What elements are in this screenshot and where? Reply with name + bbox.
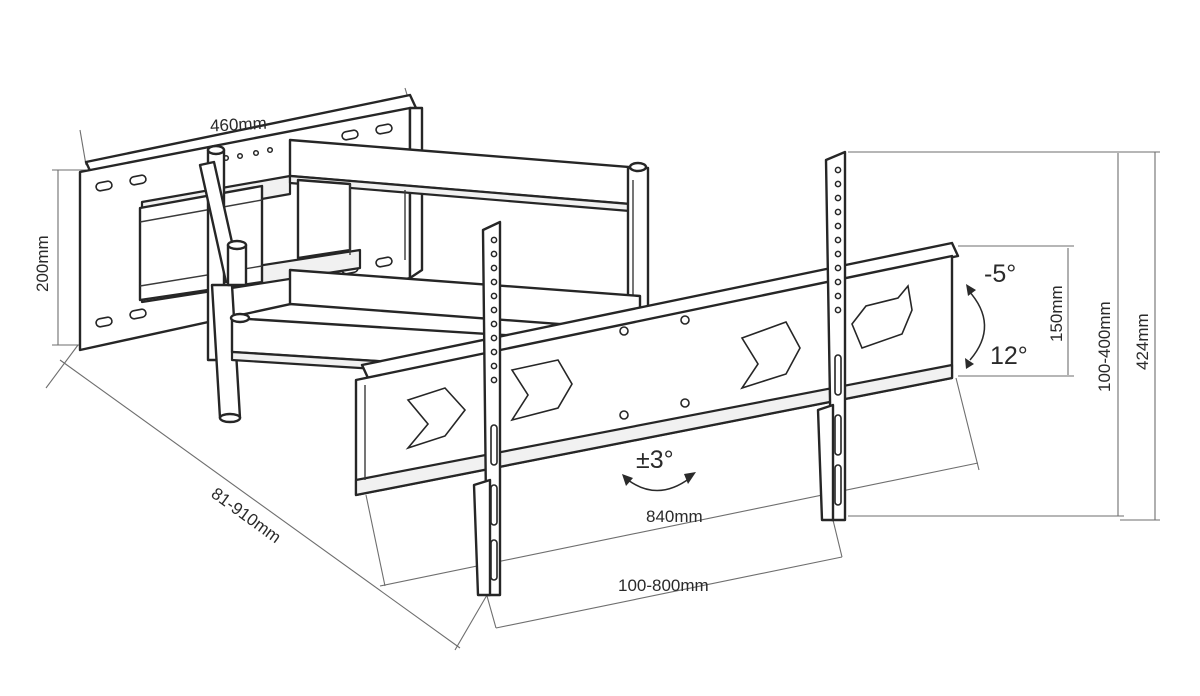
label-vertical-spacing: 150mm — [1047, 285, 1066, 342]
label-arm-width: 460mm — [210, 114, 268, 136]
tilt-arrow — [965, 284, 986, 369]
label-tilt-up: -5° — [984, 260, 1016, 288]
label-vesa-horizontal: 100-800mm — [618, 576, 709, 595]
label-total-height: 424mm — [1133, 313, 1152, 370]
label-tilt-down: 12° — [990, 342, 1028, 370]
label-wall-plate-height: 200mm — [33, 235, 52, 292]
label-vesa-vertical: 100-400mm — [1095, 301, 1114, 392]
label-swivel: ±3° — [636, 446, 674, 474]
wall-pivot-posts — [198, 144, 248, 424]
left-vertical-bracket — [472, 220, 502, 597]
swivel-arrow — [622, 472, 696, 492]
tv-crossbar — [354, 241, 960, 497]
dimension-lines — [45, 87, 1160, 651]
label-crossbar-width: 840mm — [646, 507, 703, 526]
right-vertical-bracket — [816, 150, 847, 522]
